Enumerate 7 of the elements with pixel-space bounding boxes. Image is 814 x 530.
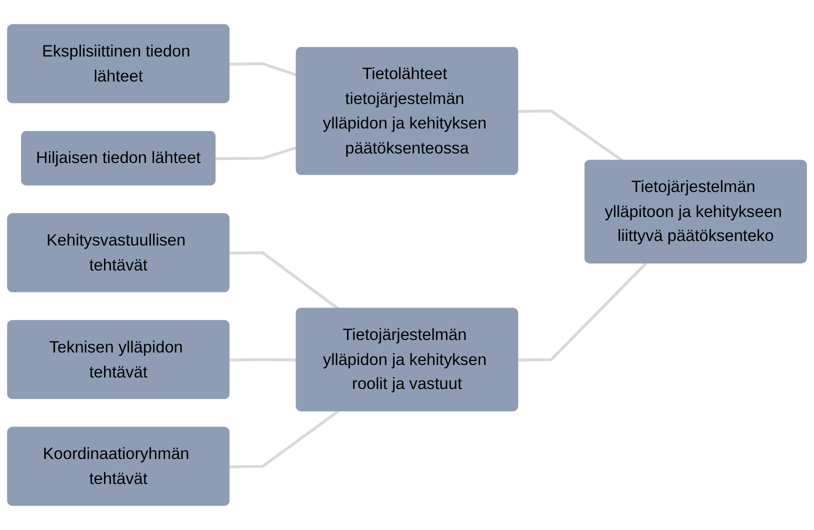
connector	[518, 109, 624, 162]
connector	[229, 62, 298, 77]
connector	[229, 410, 340, 468]
connector	[229, 251, 340, 310]
connector	[518, 262, 648, 362]
connector	[216, 146, 298, 160]
connector	[229, 358, 297, 362]
